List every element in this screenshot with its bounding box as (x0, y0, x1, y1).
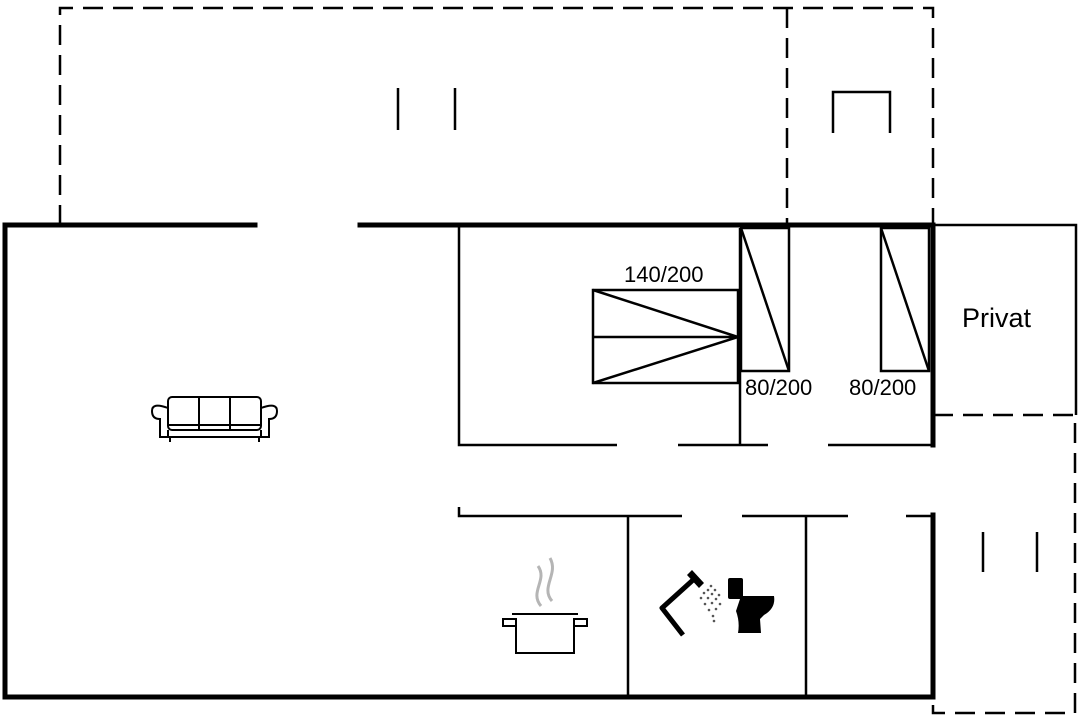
interior-walls (457, 225, 933, 697)
label-room-privat: Privat (962, 303, 1032, 333)
single-bed-2 (879, 226, 931, 373)
outdoor-marks (396, 88, 1039, 572)
cooking-pot-icon (502, 557, 588, 654)
sofa-icon (150, 396, 279, 442)
label-bed-80-200-left: 80/200 (745, 375, 812, 400)
double-bed (591, 288, 743, 385)
exterior-walls (2, 222, 936, 700)
annex-walls (933, 223, 1078, 415)
label-bed-80-200-right: 80/200 (849, 375, 916, 400)
shower-icon (659, 570, 722, 637)
single-bed-1 (739, 226, 791, 373)
toilet-icon (728, 578, 775, 633)
terrace-outlines (58, 6, 1077, 715)
label-bed-140-200: 140/200 (624, 262, 704, 287)
